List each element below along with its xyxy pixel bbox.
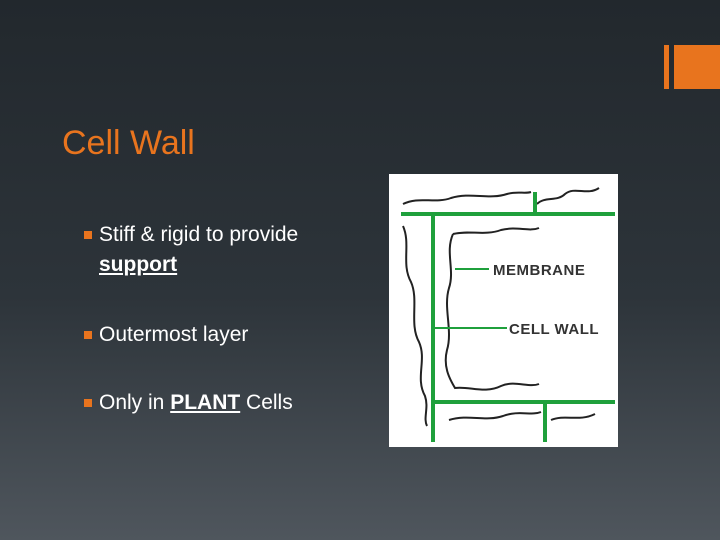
slide-title: Cell Wall — [62, 124, 195, 162]
bullet-text: Stiff & rigid to provide support — [99, 220, 374, 280]
bullet-emphasis: PLANT — [170, 391, 241, 414]
bullet-text: Outermost layer — [99, 323, 249, 346]
membrane-outline-right-bottom — [550, 413, 596, 421]
membrane-outline-top-left — [402, 191, 532, 205]
cell-wall-diagram: MEMBRANE CELL WALL — [389, 174, 618, 447]
membrane-outline-top-right — [536, 187, 600, 205]
bullet-text-plain: Stiff & rigid to provide — [99, 223, 299, 246]
square-bullet-icon — [84, 331, 92, 339]
bullet-text-plain: Cells — [240, 391, 293, 414]
square-bullet-icon — [84, 399, 92, 407]
bullet-emphasis: support — [99, 253, 178, 276]
cell-wall-label: CELL WALL — [509, 321, 599, 338]
square-bullet-icon — [84, 231, 92, 239]
bullet-text-plain: Only in — [99, 391, 171, 414]
membrane-outline-bottom — [448, 411, 542, 421]
bullet-item: Only in PLANT Cells — [84, 388, 374, 418]
membrane-outline-inner — [444, 227, 540, 391]
bullet-item: Stiff & rigid to provide support — [84, 220, 374, 280]
membrane-outline-left — [402, 225, 428, 427]
accent-bar-block — [674, 45, 720, 89]
membrane-label: MEMBRANE — [493, 262, 585, 279]
bullet-item: Outermost layer — [84, 320, 374, 350]
bullet-text: Only in PLANT Cells — [99, 388, 293, 418]
accent-bar-thin — [664, 45, 669, 89]
bullet-list: Stiff & rigid to provide support Outermo… — [84, 220, 374, 418]
cell-wall-diagram-svg: MEMBRANE CELL WALL — [401, 187, 615, 442]
